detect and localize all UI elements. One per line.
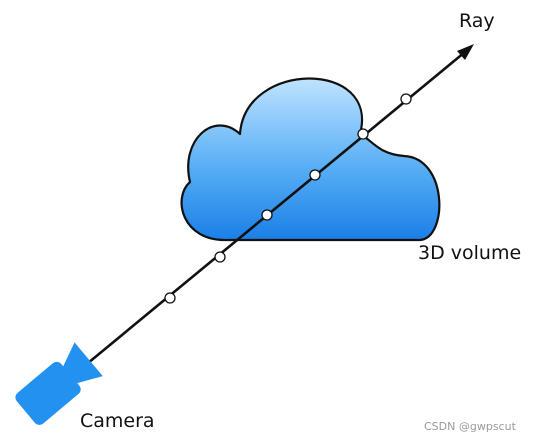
volume-label: 3D volume [418, 242, 521, 264]
sample-point [400, 93, 412, 105]
watermark: CSDN @gwpscut [424, 420, 517, 433]
cloud-icon [180, 77, 441, 242]
sample-point [214, 251, 226, 263]
camera-label: Camera [80, 410, 155, 432]
sample-point [309, 169, 321, 181]
sample-point [164, 292, 176, 304]
ray-arrowhead [457, 44, 474, 60]
sample-point [357, 128, 369, 140]
sample-point [261, 209, 273, 221]
sample-points [164, 93, 412, 304]
ray-arrow [81, 44, 474, 370]
ray-label: Ray [459, 10, 495, 32]
video-camera-icon [15, 342, 103, 425]
